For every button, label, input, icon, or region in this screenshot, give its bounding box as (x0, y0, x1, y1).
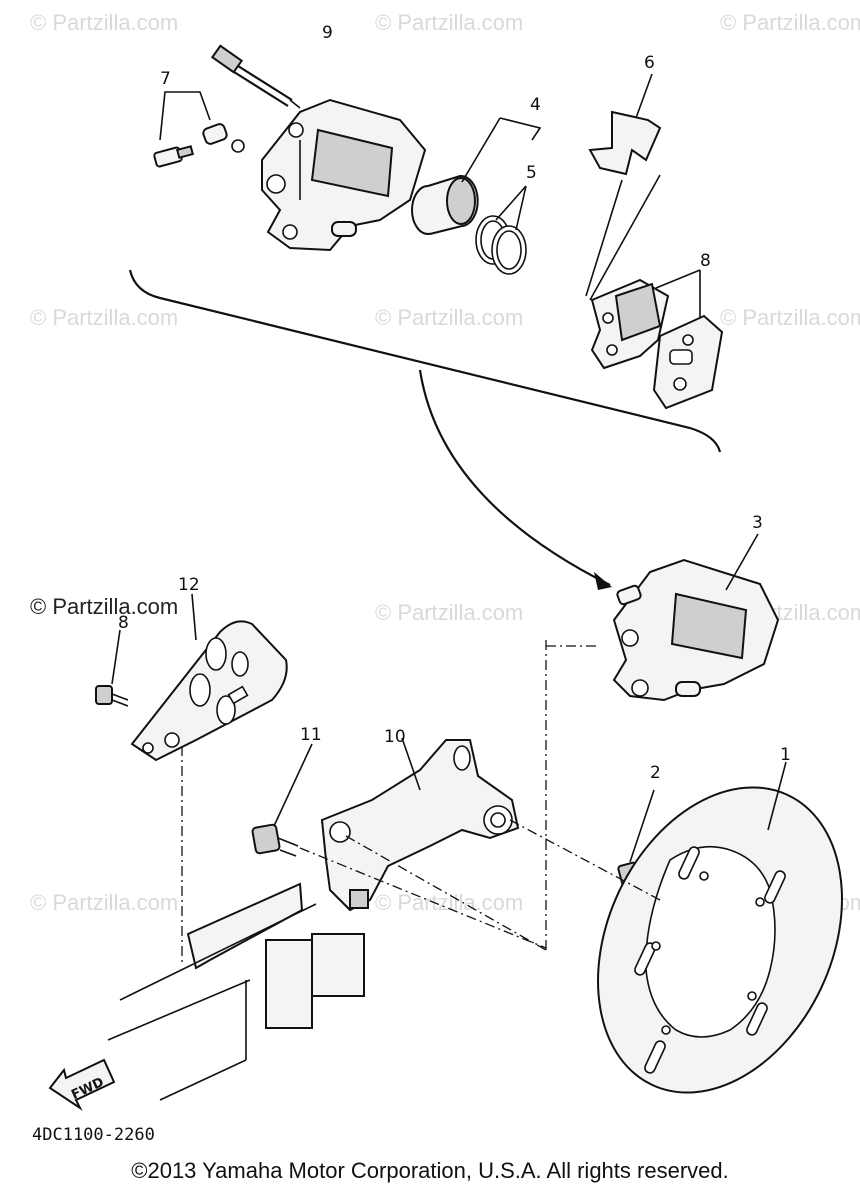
watermark: © Partzilla.com (375, 600, 523, 625)
caliper-body-top (261, 98, 427, 252)
leader-12 (191, 593, 197, 641)
watermark: © Partzilla.com (375, 890, 523, 915)
assembly-arrow (418, 369, 611, 586)
caliper-bracket-part (320, 739, 520, 912)
brake-pads-part (590, 278, 724, 410)
leader-5 (495, 185, 527, 231)
callout-5: 5 (526, 163, 537, 183)
callout-11: 11 (300, 725, 322, 745)
callout-3: 3 (752, 513, 763, 533)
leader-4 (461, 117, 542, 183)
watermark: © Partzilla.com (30, 10, 178, 35)
callout-8-lower: 8 (118, 613, 129, 633)
slide-pin-part (210, 44, 301, 109)
guard-bolt-part (95, 685, 129, 707)
guard-part (130, 620, 288, 762)
leader-10 (401, 737, 421, 791)
watermark: © Partzilla.com (720, 10, 860, 35)
watermark: © Partzilla.com (30, 305, 178, 330)
piston-seal-part (475, 215, 527, 275)
callout-1: 1 (780, 745, 791, 765)
arrow-head (594, 572, 612, 590)
bracket-bolt-part (251, 823, 299, 857)
callout-8: 8 (700, 251, 711, 271)
leader-11 (273, 743, 313, 827)
caliper-assembly-part (612, 558, 780, 702)
watermark: © Partzilla.com (30, 890, 178, 915)
guide-6-8 (585, 174, 661, 301)
watermark-layer: © Partzilla.com © Partzilla.com © Partzi… (30, 10, 860, 915)
alignment-lines (181, 640, 661, 962)
brake-disc-part (597, 786, 843, 1094)
leader-7 (159, 91, 211, 141)
callout-9: 9 (322, 23, 333, 43)
watermark: © Partzilla.com (375, 305, 523, 330)
watermark-dark: © Partzilla.com (30, 594, 178, 619)
callout-10: 10 (384, 727, 406, 747)
fwd-arrow: FWD (48, 1058, 116, 1111)
callout-6: 6 (644, 53, 655, 73)
bleed-screw-part (153, 123, 245, 168)
watermark: © Partzilla.com (375, 10, 523, 35)
diagram-code: 4DC1100-2260 (32, 1125, 155, 1145)
leader-1 (767, 761, 787, 831)
leader-8-lower (111, 629, 121, 685)
swingarm-part (107, 882, 365, 1101)
leader-3 (725, 533, 759, 591)
callout-labels: 9 7 4 6 5 8 3 12 8 11 10 2 1 (118, 23, 791, 783)
callout-4: 4 (530, 95, 541, 115)
callout-2: 2 (650, 763, 661, 783)
leader-6 (635, 73, 653, 119)
watermark: © Partzilla.com (720, 305, 860, 330)
leader-2 (629, 789, 655, 863)
callout-12: 12 (178, 575, 200, 595)
pad-spring-part (588, 110, 662, 176)
piston-part (411, 174, 479, 235)
leader-8 (655, 269, 701, 318)
callout-7: 7 (160, 69, 171, 89)
copyright-notice: ©2013 Yamaha Motor Corporation, U.S.A. A… (131, 1158, 729, 1183)
group-bracket (128, 269, 722, 453)
